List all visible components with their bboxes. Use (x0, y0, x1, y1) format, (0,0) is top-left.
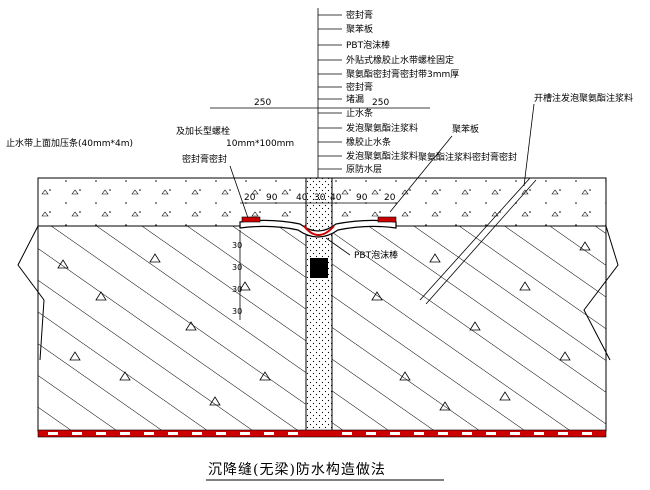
label-rubber-waterstop: 橡胶止水条 (346, 136, 391, 148)
external-waterstop (239, 219, 397, 238)
screed-layer-right (329, 177, 607, 227)
dim-left-span: 250 (254, 98, 271, 108)
structural-slab-left (37, 225, 307, 432)
dim-vertical-1: 30 (232, 241, 242, 250)
label-waterstop-strip: 止水条 (346, 107, 373, 119)
aggregate-marks (57, 241, 591, 411)
screed-layer-left (37, 177, 311, 227)
label-bolt: 及加长型螺栓 (176, 125, 230, 137)
leader-right-eps (389, 135, 453, 213)
label-external-waterstop: 外贴式橡胶止水带螺栓固定 (346, 54, 454, 66)
eps-board (310, 258, 328, 278)
base-membrane (37, 429, 607, 438)
label-pressure-strip: 止水带上面加压条(40mm*4m) (6, 137, 133, 149)
label-eps-board: 聚苯板 (346, 23, 373, 35)
leader-ticks (318, 14, 342, 170)
center-seal (303, 225, 335, 236)
label-pbt-bottom: PBT泡沫棒 (354, 249, 398, 261)
label-original-waterproof: 原防水层 (346, 163, 382, 175)
joint-gap (305, 177, 333, 434)
label-foam-pu-grout-1: 发泡聚氨酯注浆料 (346, 122, 418, 134)
dim-vertical-3: 30 (232, 285, 242, 294)
label-grout-slot: 开槽注发泡聚氨酯注浆料 (534, 92, 633, 104)
drawing-title: 沉降缝(无梁)防水构造做法 (208, 462, 386, 478)
label-sealant-2: 密封膏 (346, 81, 373, 93)
dim-vertical-4: 30 (232, 307, 242, 316)
label-pu-sealant-strip: 聚氨酯密封膏密封带3mm厚 (346, 68, 459, 80)
grout-slot-line-1 (419, 177, 531, 301)
break-line-left (17, 225, 45, 361)
label-foam-pu-grout-2: 发泡聚氨酯注浆料 (346, 150, 418, 162)
dim-center: 30 (314, 193, 326, 203)
label-pu-sealant-right: 聚氨酯注浆料密封膏密封 (418, 151, 517, 163)
label-pbt-rod: PBT泡沫棒 (346, 39, 390, 51)
label-sealant-seal: 密封膏密封 (182, 153, 227, 165)
dim-right-offset-1: 40 (330, 193, 342, 203)
dim-left-offset-3: 40 (296, 193, 308, 203)
label-bolt-size: 10mm*100mm (226, 139, 294, 149)
dim-left-offset-1: 20 (244, 193, 256, 203)
label-sealant-1: 密封膏 (346, 9, 373, 21)
dim-right-offset-3: 20 (384, 193, 396, 203)
dim-right-span: 250 (372, 98, 389, 108)
label-plugging: 堵漏 (346, 93, 364, 105)
label-eps-board-right: 聚苯板 (452, 123, 479, 135)
structural-slab-right (331, 225, 607, 432)
leader-grout-slot (523, 103, 535, 187)
sealant-bead-right (377, 216, 397, 223)
sealant-bead-left (241, 216, 261, 223)
base-membrane-stripes (48, 432, 592, 435)
dim-left-offset-2: 90 (266, 193, 278, 203)
dim-vertical-2: 30 (232, 263, 242, 272)
leader-pbt-bottom (325, 237, 351, 256)
grout-slot-line-2 (425, 179, 537, 305)
dim-right-offset-2: 90 (356, 193, 368, 203)
break-line-right (583, 225, 619, 361)
leader-left-sealant (229, 165, 249, 219)
